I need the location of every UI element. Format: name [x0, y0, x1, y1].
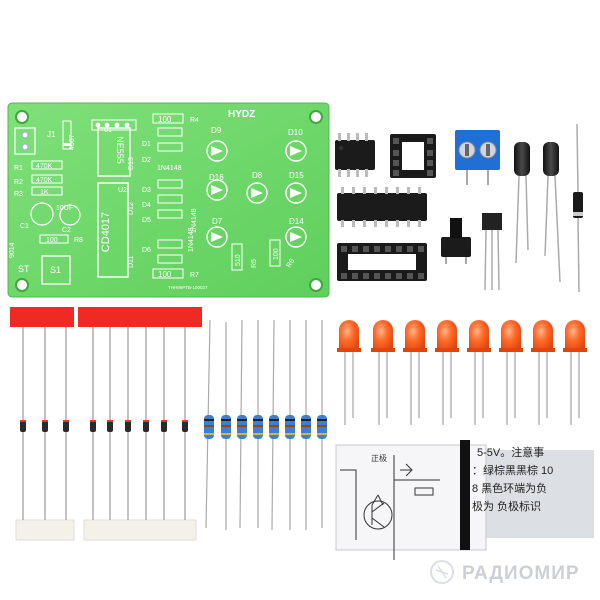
d10-label: D10 — [288, 128, 303, 137]
ic-socket-8 — [390, 134, 436, 178]
u1-label: U1 — [104, 128, 112, 134]
manual-sw-label: 正极 — [371, 453, 387, 463]
r3-value: 1K — [40, 189, 49, 196]
diode-4007-label: 4007 — [69, 134, 76, 150]
pcb-brand: HYDZ — [228, 109, 255, 120]
r5-value: 510 — [235, 254, 242, 266]
manual-line-3: 8 黑色环端为负 — [472, 481, 547, 495]
pcb-serial: THH96PTB-100027 — [168, 285, 208, 290]
d5-label: D5 — [142, 217, 151, 224]
r7-value: 100 — [158, 270, 172, 279]
d3-label: D3 — [142, 187, 151, 194]
mounting-hole — [15, 110, 29, 124]
c2-label: C2 — [62, 227, 71, 234]
c1-footprint — [30, 202, 54, 226]
r6-label: R6 — [286, 258, 297, 269]
r7-label: R7 — [190, 272, 199, 279]
r4-label: R4 — [190, 117, 199, 124]
d9-label: D9 — [211, 126, 222, 135]
r8-value: 100 — [46, 237, 58, 244]
watermark-text: РАДИОМИР — [462, 563, 580, 584]
in4148-label-a: 1N4148 — [157, 165, 182, 172]
d8-label: D8 — [252, 171, 263, 180]
r2-value: 470K — [36, 177, 53, 184]
d15-label: D15 — [289, 171, 304, 180]
electrolytic-capacitor-2 — [543, 142, 561, 283]
r3-label: R3 — [14, 191, 23, 198]
d6-label: D6 — [142, 247, 151, 254]
c2-footprint — [59, 204, 81, 226]
diode-tape-strip-1 — [10, 307, 75, 541]
transistor-9014-label: 9014 — [9, 242, 16, 258]
j1-label: J1 — [47, 130, 56, 139]
cap-value: 10UF — [56, 205, 73, 212]
resistor-row — [204, 319, 327, 531]
manual-line-2: ：绿棕黑黑棕 10 — [472, 463, 553, 477]
r1-label: R1 — [14, 165, 23, 172]
d4-label: D4 — [142, 202, 151, 209]
led-row — [337, 320, 587, 425]
d11-label: D11 — [128, 256, 135, 268]
d16-label: D16 — [209, 173, 224, 182]
j1-outline — [14, 127, 36, 155]
s1-label: S1 — [50, 265, 61, 275]
screw-terminal — [455, 130, 500, 185]
mounting-hole — [15, 278, 29, 292]
d12-label: D12 — [128, 202, 135, 215]
ne555-chip — [335, 133, 375, 177]
cd4017-label: CD4017 — [100, 212, 112, 252]
r2-label: R2 — [14, 179, 23, 186]
c1-label: C1 — [20, 223, 29, 230]
watermark: РАДИОМИР — [430, 560, 580, 584]
d13-label: D13 — [128, 157, 135, 170]
instruction-manual: 5-5V。注意事 ：绿棕黑黑棕 10 8 黑色环端为负 极为 负极标识 正极 — [335, 440, 594, 560]
r1-value: 470K — [36, 163, 53, 170]
manual-line-1: 5-5V。注意事 — [477, 445, 544, 459]
in4148-label-c: 1N4148 — [188, 227, 195, 252]
st-label: ST — [18, 264, 30, 274]
diode-footprints: 1N4148 1N4148 1N4148 D1 D2 D3 D4 D5 D6 D… — [128, 127, 198, 268]
rectifier-diode — [573, 123, 583, 293]
cd4017-chip — [337, 187, 427, 227]
r4-value: 100 — [158, 115, 172, 124]
cd4017-footprint: CD4017 U2 — [97, 182, 129, 278]
r5-label: R5 — [251, 259, 258, 268]
ne555-footprint: NE555 U1 — [91, 119, 137, 177]
d2-label: D2 — [142, 157, 151, 164]
mounting-hole — [309, 110, 323, 124]
diode-tape-strip-2 — [78, 307, 202, 541]
mounting-hole — [309, 278, 323, 292]
d1-label: D1 — [142, 141, 151, 148]
pcb-board: HYDZ J1 4007 NE555 U1 CD4017 U2 470K R1 — [7, 102, 330, 298]
u2-label: U2 — [118, 187, 127, 194]
resistor-footprints-left: 470K R1 470K R2 1K R3 — [14, 160, 63, 198]
watermark-logo-icon — [430, 560, 454, 584]
electrolytic-capacitor-1 — [514, 142, 530, 264]
d14-label: D14 — [289, 217, 304, 226]
s1-footprint — [41, 255, 71, 285]
manual-schematic — [340, 455, 440, 560]
led-footprints: D9 D10 D16 D8 D15 D7 D14 — [206, 126, 307, 248]
manual-line-4: 极为 负极标识 — [472, 499, 541, 513]
r8-label: R8 — [74, 237, 83, 244]
ne555-label: NE555 — [115, 136, 125, 164]
tact-switch — [441, 218, 471, 264]
r6-value: 100 — [273, 248, 280, 260]
in4148-label-b: 1N4148 — [191, 208, 198, 233]
ic-socket-16 — [337, 243, 427, 281]
d7-label: D7 — [212, 217, 223, 226]
transistor — [482, 213, 502, 291]
